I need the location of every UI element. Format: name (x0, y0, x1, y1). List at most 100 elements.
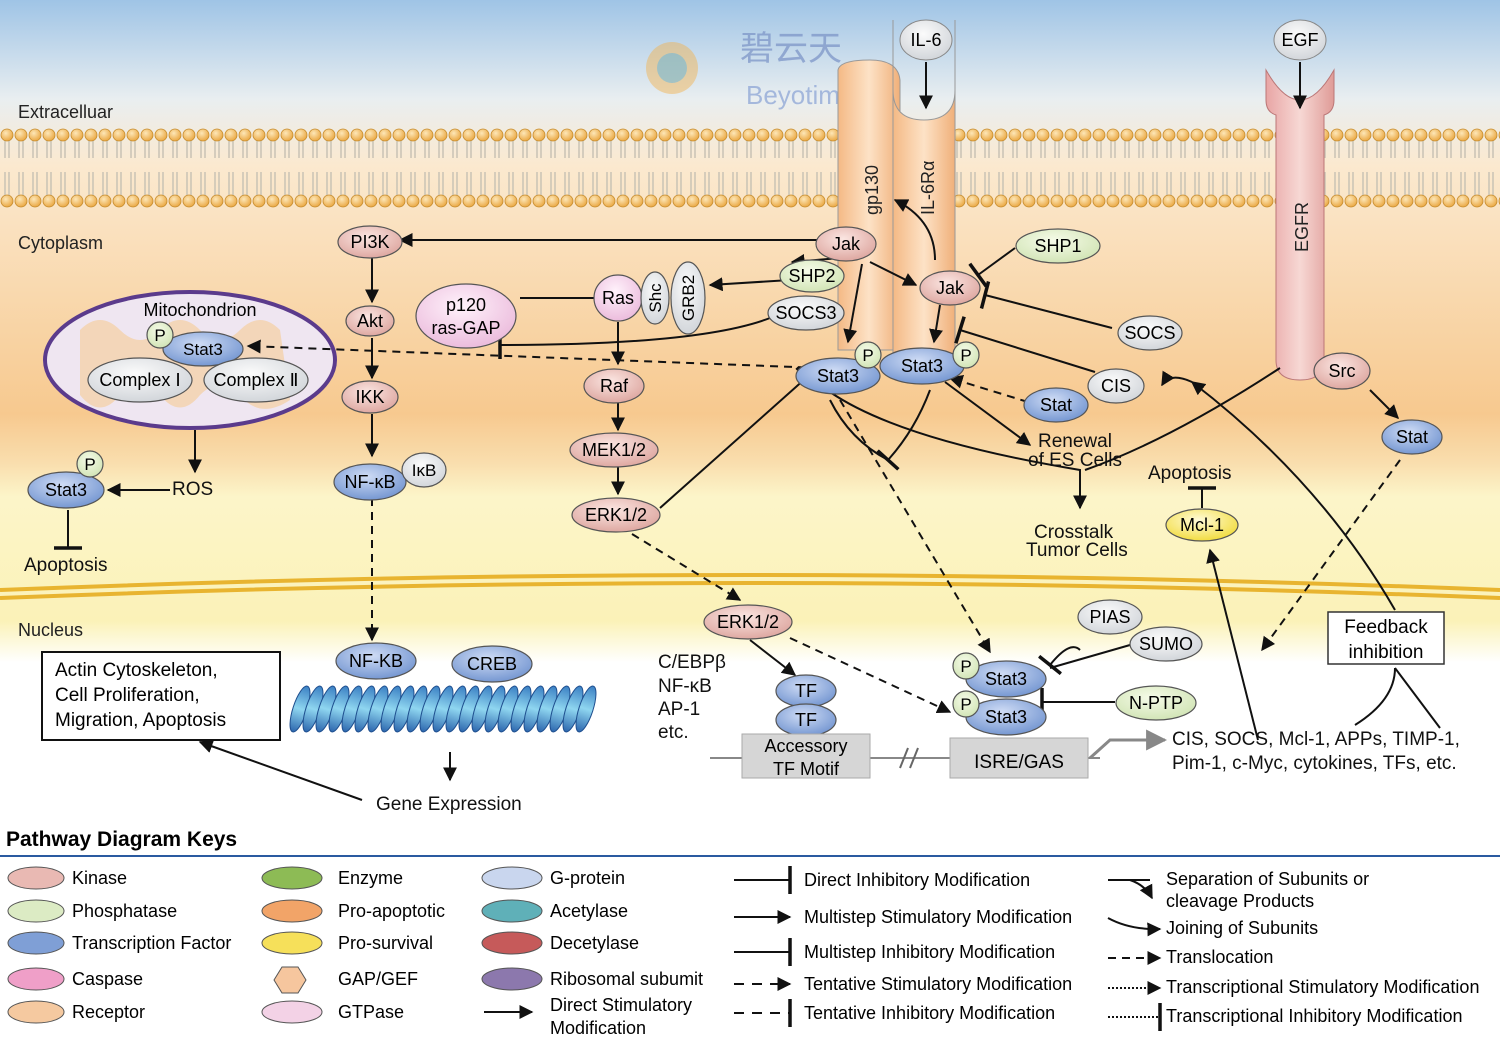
svg-text:Multistep Inhibitory Modificat: Multistep Inhibitory Modification (804, 942, 1055, 962)
legend-edge-0: Direct Inhibitory Modification (734, 866, 1030, 894)
label-extracellular: Extracelluar (18, 102, 113, 122)
svg-text:GRB2: GRB2 (679, 275, 698, 321)
svg-text:Accessory: Accessory (764, 736, 847, 756)
stat3-il6r-node: Stat3 (879, 347, 965, 385)
accessory-tf-motif-box: Accessory TF Motif (741, 733, 871, 779)
legend-key-col2-1: Pro-apoptotic (261, 899, 445, 923)
nuclear-envelope (0, 573, 1500, 600)
legend-key-col3-0: G-protein (481, 866, 625, 890)
svg-text:P: P (154, 326, 165, 345)
svg-text:ERK1/2: ERK1/2 (717, 612, 779, 632)
svg-text:SHP1: SHP1 (1034, 236, 1081, 256)
ikk-node: IKK (341, 380, 399, 414)
legend-edge-3: Tentative Stimulatory Modification (734, 974, 1072, 994)
stat3-nuclear-2-node: Stat3 (965, 698, 1047, 736)
legend-edge-col5-0: Joining of Subunits (1107, 917, 1318, 938)
apoptosis-right-label: Apoptosis (1148, 463, 1231, 484)
shc-node: Shc (640, 271, 670, 325)
svg-text:EGF: EGF (1281, 30, 1318, 50)
watermark-en: Beyotime (746, 80, 854, 110)
legend-edge-col5-2: Transcriptional Stimulatory Modification (1108, 977, 1479, 997)
raf-node: Raf (583, 368, 645, 404)
nfkb-nuclear-node: NF-KB (335, 642, 417, 680)
legend-key-col2-3: GAP/GEF (273, 966, 418, 994)
svg-text:Acetylase: Acetylase (550, 901, 628, 921)
legend-key-3: Caspase (7, 967, 143, 991)
svg-text:Modification: Modification (550, 1018, 646, 1038)
svg-text:SOCS3: SOCS3 (775, 303, 836, 323)
dna-helix-strands (289, 685, 597, 733)
svg-text:P: P (84, 455, 95, 474)
svg-text:P: P (960, 346, 971, 365)
svg-text:P: P (862, 346, 873, 365)
svg-text:GAP/GEF: GAP/GEF (338, 969, 418, 989)
creb-node: CREB (451, 645, 533, 683)
svg-text:Caspase: Caspase (72, 969, 143, 989)
pias-node: PIAS (1077, 599, 1143, 635)
egfr-label: EGFR (1292, 202, 1312, 252)
legend-key-0: Kinase (7, 866, 127, 890)
svg-text:Ras: Ras (602, 288, 634, 308)
legend-edge-2: Multistep Inhibitory Modification (734, 938, 1055, 966)
svg-text:Mcl-1: Mcl-1 (1180, 515, 1224, 535)
svg-text:etc.: etc. (658, 722, 689, 743)
svg-text:PIAS: PIAS (1089, 607, 1130, 627)
target-genes-line2: Pim-1, c-Myc, cytokines, TFs, etc. (1172, 753, 1457, 774)
svg-text:cleavage Products: cleavage Products (1166, 891, 1314, 911)
legend-edge-col5-1: Translocation (1108, 947, 1273, 967)
socs3-node: SOCS3 (767, 295, 845, 331)
svg-text:Feedback: Feedback (1344, 617, 1428, 638)
socs-node: SOCS (1117, 315, 1183, 351)
src-node: Src (1313, 352, 1371, 390)
nptp-node: N-PTP (1115, 685, 1197, 721)
complex-i-node: Complex Ⅰ (87, 357, 193, 403)
svg-text:Stat3: Stat3 (183, 340, 223, 359)
svg-text:TF: TF (795, 710, 817, 730)
phospho-badge: P (854, 341, 882, 369)
pathway-edges (54, 62, 1441, 801)
shp2-node: SHP2 (779, 259, 845, 293)
svg-text:Jak: Jak (832, 234, 861, 254)
svg-text:Ribosomal subumit: Ribosomal subumit (550, 969, 703, 989)
legend-key-col3-2: Decetylase (481, 931, 639, 955)
svg-text:Tentative Stimulatory Modifica: Tentative Stimulatory Modification (804, 974, 1072, 994)
erk-nuclear-node: ERK1/2 (703, 604, 793, 640)
akt-node: Akt (345, 305, 395, 337)
watermark-cn: 碧云天 (740, 30, 842, 68)
svg-text:Separation of Subunits or: Separation of Subunits or (1166, 869, 1369, 889)
svg-text:IKK: IKK (355, 387, 384, 407)
svg-text:Pro-survival: Pro-survival (338, 933, 433, 953)
svg-text:Tentative Inhibitory Modificat: Tentative Inhibitory Modification (804, 1003, 1055, 1023)
svg-text:Phosphatase: Phosphatase (72, 901, 177, 921)
svg-text:ERK1/2: ERK1/2 (585, 505, 647, 525)
egf-ligand: EGF (1273, 19, 1327, 61)
gp130-label: gp130 (862, 165, 882, 215)
svg-text:p120: p120 (446, 295, 486, 315)
label-nucleus: Nucleus (18, 620, 83, 640)
stat-egfr-node: Stat (1381, 419, 1443, 455)
svg-text:Tumor Cells: Tumor Cells (1026, 540, 1128, 561)
svg-text:SOCS: SOCS (1124, 323, 1175, 343)
dna-segment (575, 685, 597, 733)
legend-edge-1: Multistep Stimulatory Modification (734, 907, 1072, 927)
svg-text:Complex Ⅱ: Complex Ⅱ (214, 370, 299, 390)
legend: Pathway Diagram Keys KinasePhosphataseTr… (0, 828, 1500, 1038)
jak-gp130-node: Jak (815, 226, 877, 262)
apoptosis-left-label: Apoptosis (24, 555, 107, 576)
svg-text:TF: TF (795, 681, 817, 701)
legend-key-2: Transcription Factor (7, 931, 231, 955)
legend-key-col2-4: GTPase (261, 1000, 404, 1024)
svg-text:NF-KB: NF-KB (349, 651, 403, 671)
gene-expression-label: Gene Expression (376, 794, 522, 815)
svg-text:Multistep Stimulatory Modifica: Multistep Stimulatory Modification (804, 907, 1072, 927)
ikb-node: IκB (401, 452, 447, 488)
svg-text:TF Motif: TF Motif (773, 759, 840, 779)
svg-text:Transcriptional Inhibitory Mod: Transcriptional Inhibitory Modification (1166, 1006, 1462, 1026)
svg-text:Crosstalk: Crosstalk (1034, 522, 1114, 543)
legend-edge-4: Tentative Inhibitory Modification (734, 999, 1055, 1027)
target-genes-line1: CIS, SOCS, Mcl-1, APPs, TIMP-1, (1172, 729, 1460, 750)
svg-text:P: P (960, 695, 971, 714)
svg-text:Receptor: Receptor (72, 1002, 145, 1022)
